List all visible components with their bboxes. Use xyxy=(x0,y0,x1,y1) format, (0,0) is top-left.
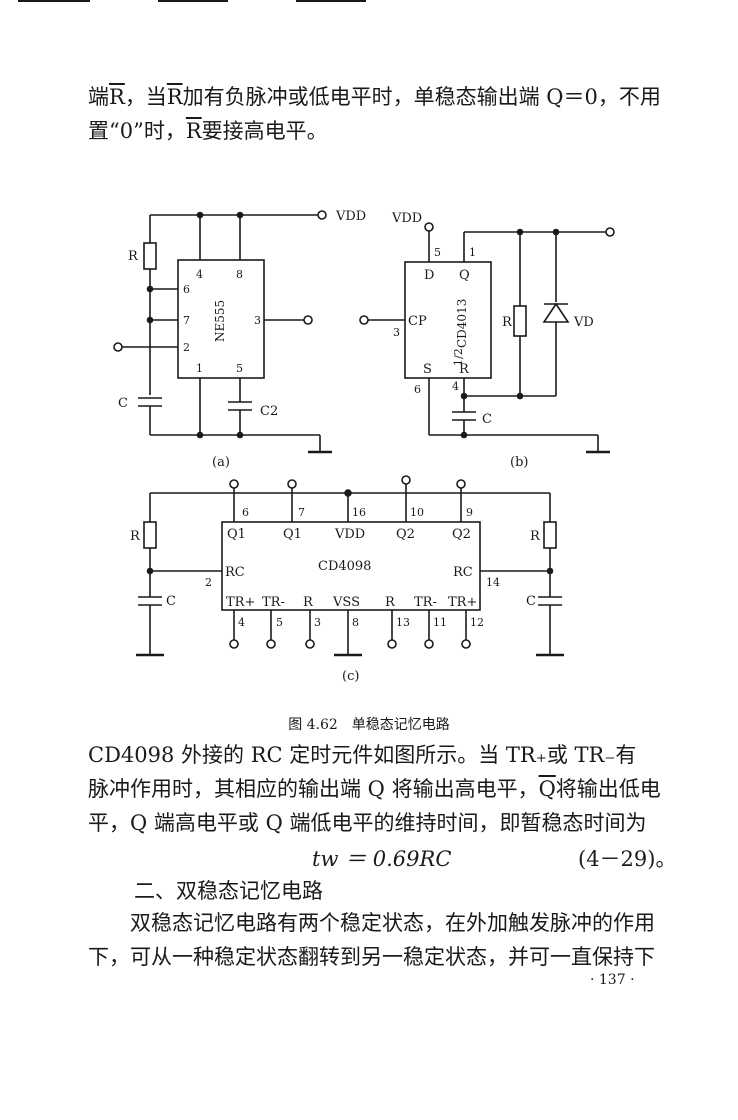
half-fraction: 1/2 xyxy=(452,348,465,366)
svg-text:3: 3 xyxy=(393,326,400,339)
svg-text:14: 14 xyxy=(486,576,500,589)
resistor-r xyxy=(143,242,157,270)
svg-text:8: 8 xyxy=(236,268,243,281)
figure-a-label: (a) xyxy=(212,455,230,470)
svg-text:Q2: Q2 xyxy=(396,527,415,542)
cd4098-chip xyxy=(221,521,481,611)
header-rule-3 xyxy=(296,0,366,2)
svg-text:TR+: TR+ xyxy=(448,595,477,610)
cd4013-label: CD4013 xyxy=(455,299,469,348)
vdd-label: VDD xyxy=(391,211,422,226)
svg-text:6: 6 xyxy=(242,506,249,519)
formula: tw ＝ 0.69RC xyxy=(312,847,452,871)
svg-text:S: S xyxy=(423,362,432,377)
svg-text:R: R xyxy=(303,595,314,610)
svg-text:Q1: Q1 xyxy=(227,527,246,542)
cd4098-label: CD4098 xyxy=(318,559,371,574)
svg-text:2: 2 xyxy=(205,576,212,589)
svg-text:6: 6 xyxy=(414,383,421,396)
svg-text:TR-: TR- xyxy=(414,595,437,610)
figure-c xyxy=(136,475,564,657)
svg-text:13: 13 xyxy=(396,616,410,629)
svg-text:R: R xyxy=(385,595,396,610)
section-title: 二、双稳态记忆电路 xyxy=(134,879,323,903)
body-paragraph-2: 双稳态记忆电路有两个稳定状态，在外加触发脉冲的作用 下，可从一种稳定状态翻转到另… xyxy=(88,911,655,969)
c2-label: C2 xyxy=(260,404,278,419)
svg-text:Q: Q xyxy=(459,268,470,283)
svg-text:8: 8 xyxy=(352,616,359,629)
resistor-r xyxy=(543,521,557,549)
svg-text:D: D xyxy=(424,268,434,283)
svg-text:RC: RC xyxy=(225,565,245,580)
svg-text:16: 16 xyxy=(352,506,366,519)
r-label: R xyxy=(128,249,139,264)
svg-text:RC: RC xyxy=(453,565,473,580)
svg-text:12: 12 xyxy=(470,616,484,629)
r-bar: R xyxy=(185,119,202,143)
svg-text:CP: CP xyxy=(408,314,427,329)
r-bar: R xyxy=(166,85,183,109)
svg-text:TR-: TR- xyxy=(262,595,285,610)
ne555-chip xyxy=(177,259,265,379)
svg-text:4: 4 xyxy=(452,380,459,393)
svg-text:Q1: Q1 xyxy=(283,527,302,542)
c-label: C xyxy=(526,594,536,609)
resistor-r xyxy=(143,521,157,549)
header-rule-1 xyxy=(18,0,90,2)
r-label: R xyxy=(530,529,541,544)
figure-b xyxy=(359,222,615,454)
formula-number: (4－29)。 xyxy=(578,847,677,871)
c-label: C xyxy=(118,396,128,411)
svg-text:7: 7 xyxy=(298,506,305,519)
page-number: · 137 · xyxy=(590,972,635,988)
figure-c-label: (c) xyxy=(342,669,359,684)
figure-caption: 图 4.62 单稳态记忆电路 xyxy=(288,717,450,733)
figure-a xyxy=(113,210,332,454)
svg-text:7: 7 xyxy=(183,314,190,327)
vd-label: VD xyxy=(573,315,594,330)
svg-text:5: 5 xyxy=(236,362,243,375)
svg-text:4: 4 xyxy=(238,616,245,629)
svg-text:6: 6 xyxy=(183,283,190,296)
intro-paragraph: 端R，当R加有负脉冲或低电平时，单稳态输出端 Q＝0，不用 置“0”时，R要接高… xyxy=(88,80,668,148)
svg-text:11: 11 xyxy=(433,616,447,629)
c-label: C xyxy=(482,412,492,427)
intro-line-1: 端R，当R加有负脉冲或低电平时，单稳态输出端 Q＝0，不用 xyxy=(88,85,661,109)
svg-text:1: 1 xyxy=(196,362,203,375)
svg-text:2: 2 xyxy=(183,341,190,354)
svg-text:3: 3 xyxy=(314,616,321,629)
ne555-label: NE555 xyxy=(213,300,227,342)
svg-text:TR+: TR+ xyxy=(226,595,255,610)
svg-text:4: 4 xyxy=(196,268,203,281)
q-bar: Q xyxy=(538,777,556,801)
intro-line-2: 置“0”时，R要接高电平。 xyxy=(88,119,328,143)
svg-text:5: 5 xyxy=(276,616,283,629)
header-rule-2 xyxy=(158,0,228,2)
svg-text:9: 9 xyxy=(466,506,473,519)
svg-text:R: R xyxy=(459,362,470,377)
figure-b-label: (b) xyxy=(510,455,528,470)
resistor-r xyxy=(513,305,527,337)
vdd-label: VDD xyxy=(335,209,366,224)
body-paragraph-1: CD4098 外接的 RC 定时元件如图所示。当 TR₊或 TR₋有 脉冲作用时… xyxy=(88,743,661,835)
r-bar: R xyxy=(109,85,125,109)
svg-text:Q2: Q2 xyxy=(452,527,471,542)
r-label: R xyxy=(502,315,513,330)
svg-text:10: 10 xyxy=(410,506,424,519)
svg-text:3: 3 xyxy=(254,314,261,327)
svg-text:VDD: VDD xyxy=(334,527,365,542)
svg-text:VSS: VSS xyxy=(332,595,360,610)
c-label: C xyxy=(166,594,176,609)
r-label: R xyxy=(130,529,141,544)
svg-text:5: 5 xyxy=(434,246,441,259)
svg-text:1: 1 xyxy=(469,246,476,259)
circuit-figure: VDD R C C2 4 8 6 7 2 3 1 5 NE555 (a) xyxy=(113,209,615,684)
